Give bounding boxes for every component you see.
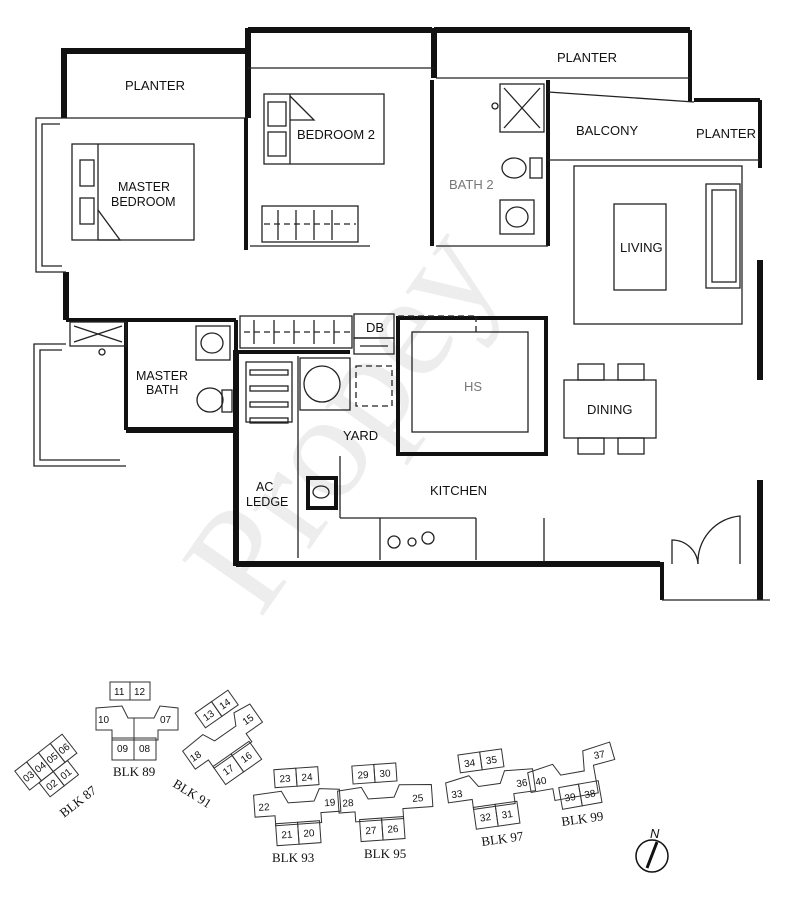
block-95: 29 30 28 25 27 26 <box>337 762 434 843</box>
block-91: 13 14 18 17 16 15 <box>182 689 264 786</box>
entrance-door <box>671 515 741 565</box>
unit-number: 34 <box>464 758 477 771</box>
unit-number: 17 <box>221 763 237 779</box>
block-97: 34 35 33 36 32 31 <box>445 748 537 830</box>
block-label: BLK 89 <box>113 764 155 779</box>
block-99: 40 37 39 38 <box>527 741 616 810</box>
unit-number: 33 <box>451 789 464 802</box>
master-bedroom-label: MASTER <box>118 180 170 194</box>
north-arrow-icon: N <box>635 826 669 873</box>
master-bedroom-label: BEDROOM <box>111 195 176 209</box>
unit-number: 11 <box>114 687 125 698</box>
outer-walls <box>33 27 770 601</box>
block-label: BLK 97 <box>480 828 524 849</box>
block-label: BLK 87 <box>57 782 100 820</box>
master-bed <box>71 143 195 241</box>
planter-label: PLANTER <box>125 78 185 93</box>
block-93: 23 24 22 19 21 20 <box>253 766 342 847</box>
ac-ledge-label: LEDGE <box>246 495 288 509</box>
unit-number: 24 <box>301 772 313 784</box>
hs-label: HS <box>464 379 482 394</box>
room-labels: PLANTER PLANTER PLANTER BEDROOM 2 MASTER… <box>111 50 756 509</box>
unit-number: 38 <box>584 788 597 801</box>
unit-number: 23 <box>279 774 291 786</box>
unit-number: 08 <box>139 744 151 755</box>
living-label: LIVING <box>620 240 663 255</box>
yard-fixtures <box>245 357 393 424</box>
unit-number: 16 <box>239 750 255 766</box>
unit-number: 15 <box>241 712 257 728</box>
block-label: BLK 93 <box>272 850 314 865</box>
dining-furniture <box>563 363 657 455</box>
watermark: Propey <box>151 196 531 639</box>
site-plan: 03 04 05 06 02 01 BLK 87 11 12 10 07 09 … <box>14 681 669 873</box>
block-label: BLK 95 <box>364 846 406 861</box>
unit-number: 31 <box>501 809 514 822</box>
living-furniture <box>573 165 743 325</box>
unit-number: 07 <box>160 715 172 726</box>
unit-number: 09 <box>117 744 129 755</box>
unit-number: 22 <box>258 802 270 814</box>
unit-number: 10 <box>98 715 110 726</box>
planter-label: PLANTER <box>696 126 756 141</box>
master-bath-label: BATH <box>146 383 178 397</box>
north-label: N <box>650 826 660 841</box>
bedroom-2-label: BEDROOM 2 <box>297 127 375 142</box>
unit-number: 20 <box>303 828 315 840</box>
unit-number: 39 <box>564 792 577 805</box>
floor-plan: PLANTER PLANTER PLANTER BEDROOM 2 MASTER… <box>33 27 770 601</box>
block-label: BLK 91 <box>170 776 214 811</box>
bedroom-2-bed <box>263 93 385 165</box>
unit-number: 19 <box>324 798 336 810</box>
unit-number: 40 <box>535 776 548 789</box>
unit-number: 25 <box>412 793 424 805</box>
interior-walls <box>64 67 760 562</box>
svg-text:Propey: Propey <box>151 196 531 639</box>
wardrobes <box>239 205 359 349</box>
master-bath-label: MASTER <box>136 369 188 383</box>
kitchen-fixtures <box>306 476 435 549</box>
unit-number: 35 <box>485 755 498 768</box>
dining-label: DINING <box>587 402 633 417</box>
bath-2-fixtures <box>491 83 545 235</box>
yard-label: YARD <box>343 428 378 443</box>
kitchen-label: KITCHEN <box>430 483 487 498</box>
block-label: BLK 99 <box>560 808 604 829</box>
unit-number: 32 <box>479 812 492 825</box>
unit-number: 30 <box>379 768 391 780</box>
unit-number: 12 <box>134 687 146 698</box>
bath-2-label: BATH 2 <box>449 177 494 192</box>
unit-number: 26 <box>387 824 399 836</box>
unit-number: 28 <box>342 798 354 810</box>
db-label: DB <box>366 320 384 335</box>
unit-number: 36 <box>516 778 529 791</box>
unit-number: 27 <box>365 825 377 837</box>
balcony-label: BALCONY <box>576 123 638 138</box>
unit-number: 21 <box>281 830 293 842</box>
ac-ledge-label: AC <box>256 480 273 494</box>
master-bath-fixtures <box>69 321 233 413</box>
planter-label: PLANTER <box>557 50 617 65</box>
block-89: 11 12 10 07 09 08 <box>95 681 179 761</box>
unit-number: 29 <box>357 770 369 782</box>
unit-number: 37 <box>593 749 606 762</box>
